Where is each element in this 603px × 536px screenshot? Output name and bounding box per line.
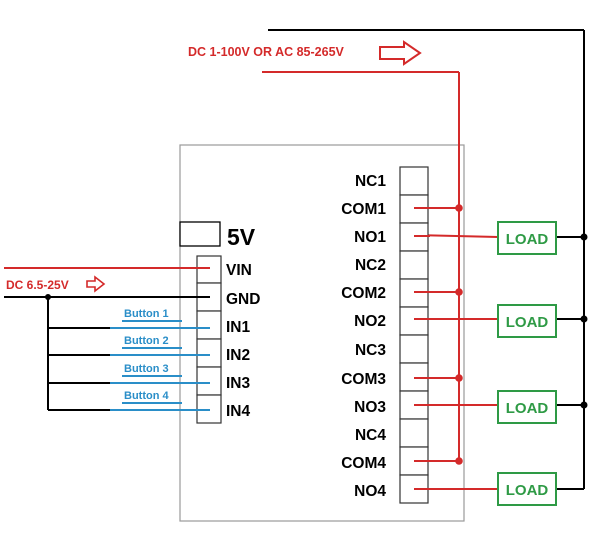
pin-label-com1: COM1 <box>341 201 386 218</box>
pin-label-in4: IN4 <box>226 403 251 420</box>
pin-label-in2: IN2 <box>226 347 250 364</box>
power-arrow-icon <box>379 40 422 66</box>
input-wire-stubs <box>196 267 210 411</box>
pin-label-com4: COM4 <box>341 455 386 472</box>
com-junction-dots <box>455 204 463 465</box>
pin-label-com3: COM3 <box>341 371 386 388</box>
load-label-4: LOAD <box>506 482 549 499</box>
pin-label-com2: COM2 <box>341 285 386 302</box>
voltage-indicator-box <box>179 221 221 247</box>
return-junction-dots <box>580 233 588 409</box>
button-label-1: Button 1 <box>124 308 169 320</box>
pin-label-no3: NO3 <box>354 399 386 416</box>
module-voltage-label: 5V <box>227 224 256 250</box>
pin-label-vin: VIN <box>226 262 252 279</box>
load-boxes <box>497 221 557 506</box>
button-label-3: Button 3 <box>124 363 169 375</box>
button-label-2: Button 2 <box>124 335 169 347</box>
ground-and-button-wires <box>4 296 200 411</box>
relay-terminal-block <box>399 166 429 504</box>
pin-label-in3: IN3 <box>226 375 251 392</box>
ground-return-wire <box>268 29 585 490</box>
pin-label-no1: NO1 <box>354 229 386 246</box>
load-label-1: LOAD <box>506 231 549 248</box>
pin-label-no2: NO2 <box>354 313 386 330</box>
terminal-wire-stubs <box>414 207 430 490</box>
power-input-label: DC 1-100V OR AC 85-265V <box>188 45 345 59</box>
pin-label-nc2: NC2 <box>355 257 386 274</box>
pin-label-in1: IN1 <box>226 319 251 336</box>
dc-input-arrow-icon <box>86 275 106 293</box>
load-label-3: LOAD <box>506 400 549 417</box>
ground-junction-dot <box>45 294 51 300</box>
pin-label-nc3: NC3 <box>355 342 386 359</box>
push-buttons <box>110 320 200 411</box>
pin-label-no4: NO4 <box>354 483 386 500</box>
button-label-4: Button 4 <box>124 390 169 402</box>
input-terminal-block <box>196 255 222 424</box>
pin-label-nc4: NC4 <box>355 427 386 444</box>
load-label-2: LOAD <box>506 314 549 331</box>
dc-input-label: DC 6.5-25V <box>6 278 69 292</box>
pin-label-nc1: NC1 <box>355 173 386 190</box>
pin-label-gnd: GND <box>226 291 260 308</box>
